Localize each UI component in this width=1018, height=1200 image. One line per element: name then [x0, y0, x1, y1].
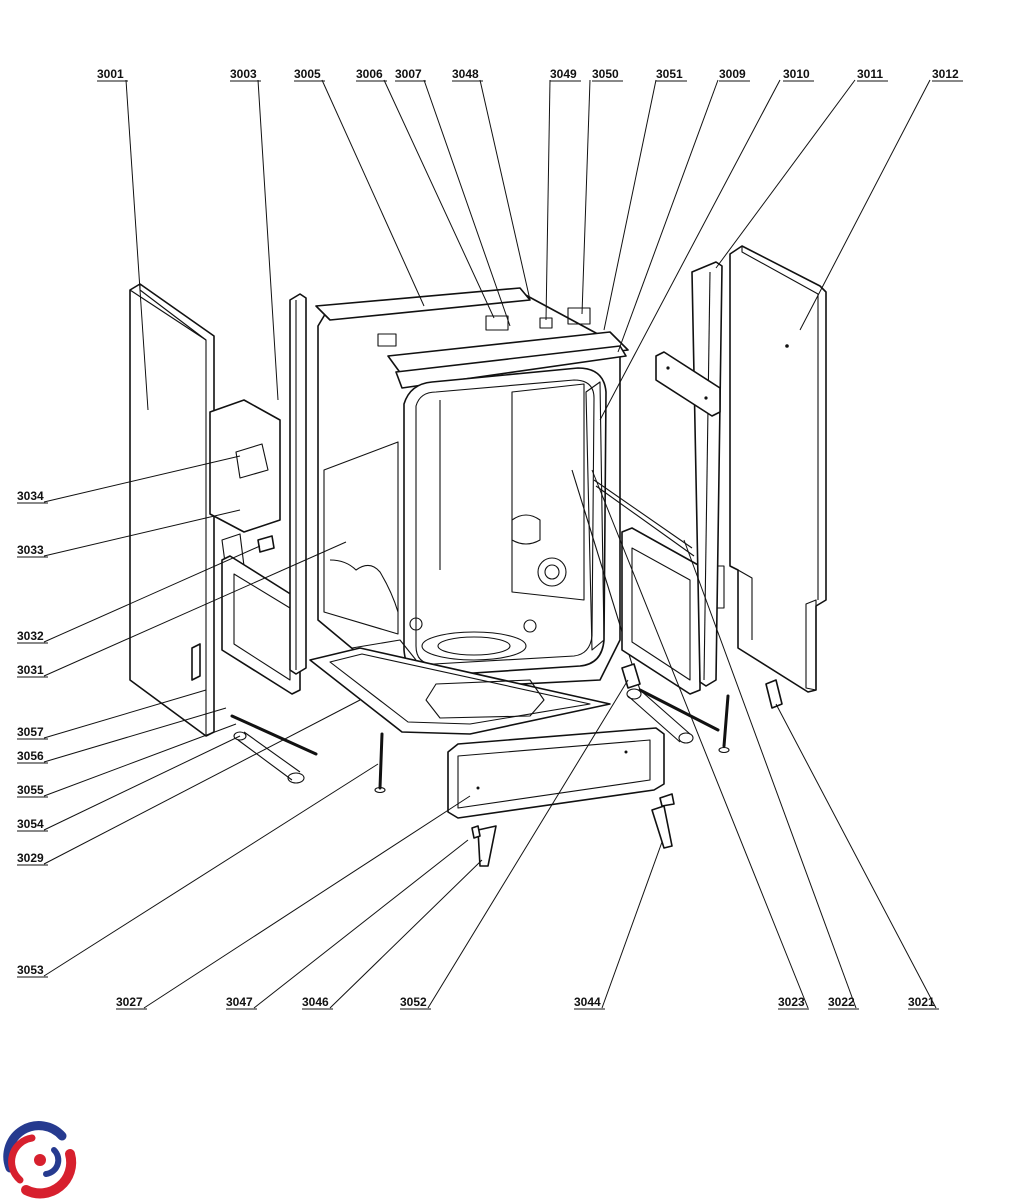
part-number: 3053 [17, 963, 44, 977]
part-label-3053: 3053 [17, 963, 48, 978]
part-number: 3034 [17, 489, 44, 503]
part-label-3044: 3044 [574, 995, 605, 1010]
part-label-3055: 3055 [17, 783, 48, 798]
part-label-3048: 3048 [452, 67, 483, 82]
small-brackets [191, 535, 783, 867]
part-number: 3029 [17, 851, 44, 865]
part-number: 3054 [17, 817, 44, 831]
part-label-3022: 3022 [828, 995, 859, 1010]
part-number: 3021 [908, 995, 935, 1009]
part-number: 3055 [17, 783, 44, 797]
part-label-3054: 3054 [17, 817, 48, 832]
right-upright-rail [691, 261, 723, 687]
part-label-3049: 3049 [550, 67, 581, 82]
part-label-3031: 3031 [17, 663, 48, 678]
part-label-3010: 3010 [783, 67, 814, 82]
part-label-3011: 3011 [857, 67, 888, 82]
part-number: 3056 [17, 749, 44, 763]
part-label-3005: 3005 [294, 67, 325, 82]
part-number: 3022 [828, 995, 855, 1009]
kick-plate [447, 727, 665, 819]
part-label-3046: 3046 [302, 995, 333, 1010]
base-tray [309, 639, 611, 735]
leader-lines [43, 79, 937, 1009]
part-number: 3049 [550, 67, 577, 81]
part-number: 3050 [592, 67, 619, 81]
part-label-3003: 3003 [230, 67, 261, 82]
part-number: 3007 [395, 67, 422, 81]
part-number: 3009 [719, 67, 746, 81]
right-front-frame [621, 527, 725, 695]
part-number: 3033 [17, 543, 44, 557]
part-label-3006: 3006 [356, 67, 387, 82]
feet-and-hoses [230, 688, 730, 794]
part-number: 3012 [932, 67, 959, 81]
part-label-3021: 3021 [908, 995, 939, 1010]
part-label-3033: 3033 [17, 543, 48, 558]
part-number: 3052 [400, 995, 427, 1009]
part-number: 3044 [574, 995, 601, 1009]
left-front-frame [221, 555, 301, 695]
part-label-3012: 3012 [932, 67, 963, 82]
part-number: 3057 [17, 725, 44, 739]
part-label-3051: 3051 [656, 67, 687, 82]
part-label-3023: 3023 [778, 995, 809, 1010]
tub-body [315, 287, 695, 691]
part-number: 3046 [302, 995, 329, 1009]
part-number: 3031 [17, 663, 44, 677]
part-number: 3006 [356, 67, 383, 81]
part-number: 3051 [656, 67, 683, 81]
part-number: 3005 [294, 67, 321, 81]
part-label-3032: 3032 [17, 629, 48, 644]
part-number: 3003 [230, 67, 257, 81]
part-number: 3047 [226, 995, 253, 1009]
part-label-3009: 3009 [719, 67, 750, 82]
part-label-3029: 3029 [17, 851, 48, 866]
left-side-panel [129, 283, 215, 737]
part-label-3056: 3056 [17, 749, 48, 764]
right-side-panel [729, 245, 827, 693]
part-number: 3011 [857, 67, 883, 81]
part-number: 3048 [452, 67, 479, 81]
part-label-3047: 3047 [226, 995, 257, 1010]
part-number: 3027 [116, 995, 143, 1009]
part-label-3007: 3007 [395, 67, 426, 82]
part-label-3057: 3057 [17, 725, 48, 740]
part-number: 3001 [97, 67, 124, 81]
left-upright-rail [289, 293, 307, 675]
brand-swirl-icon [3, 1121, 77, 1199]
part-number: 3023 [778, 995, 805, 1009]
part-label-3001: 3001 [97, 67, 128, 82]
part-number: 3032 [17, 629, 44, 643]
part-label-3027: 3027 [116, 995, 147, 1010]
part-label-3052: 3052 [400, 995, 431, 1010]
part-label-3034: 3034 [17, 489, 48, 504]
part-number: 3010 [783, 67, 810, 81]
part-label-3050: 3050 [592, 67, 623, 82]
right-mount-plate [655, 351, 721, 417]
